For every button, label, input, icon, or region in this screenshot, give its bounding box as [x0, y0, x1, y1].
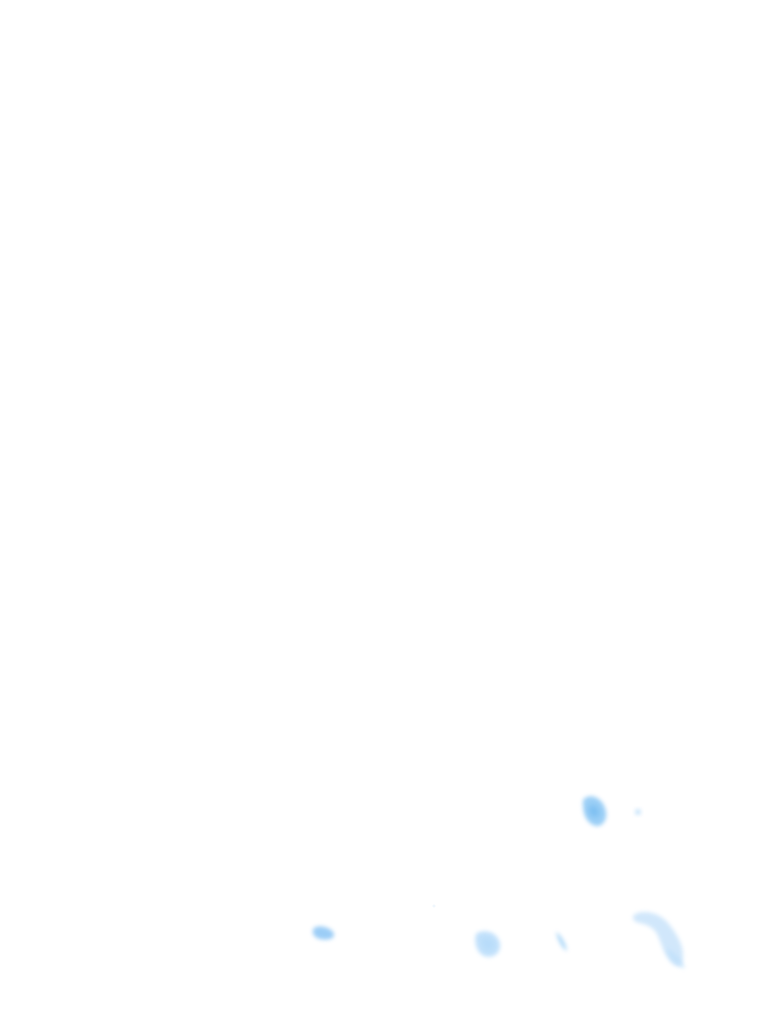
watercolor-splash-right: [632, 911, 685, 968]
faint-speck: [432, 904, 436, 908]
watercolor-splash-upper: [582, 796, 641, 827]
watercolor-splash-left: [312, 926, 335, 940]
watercolor-splash-streak: [556, 932, 567, 951]
watercolor-splash-center: [475, 931, 501, 957]
